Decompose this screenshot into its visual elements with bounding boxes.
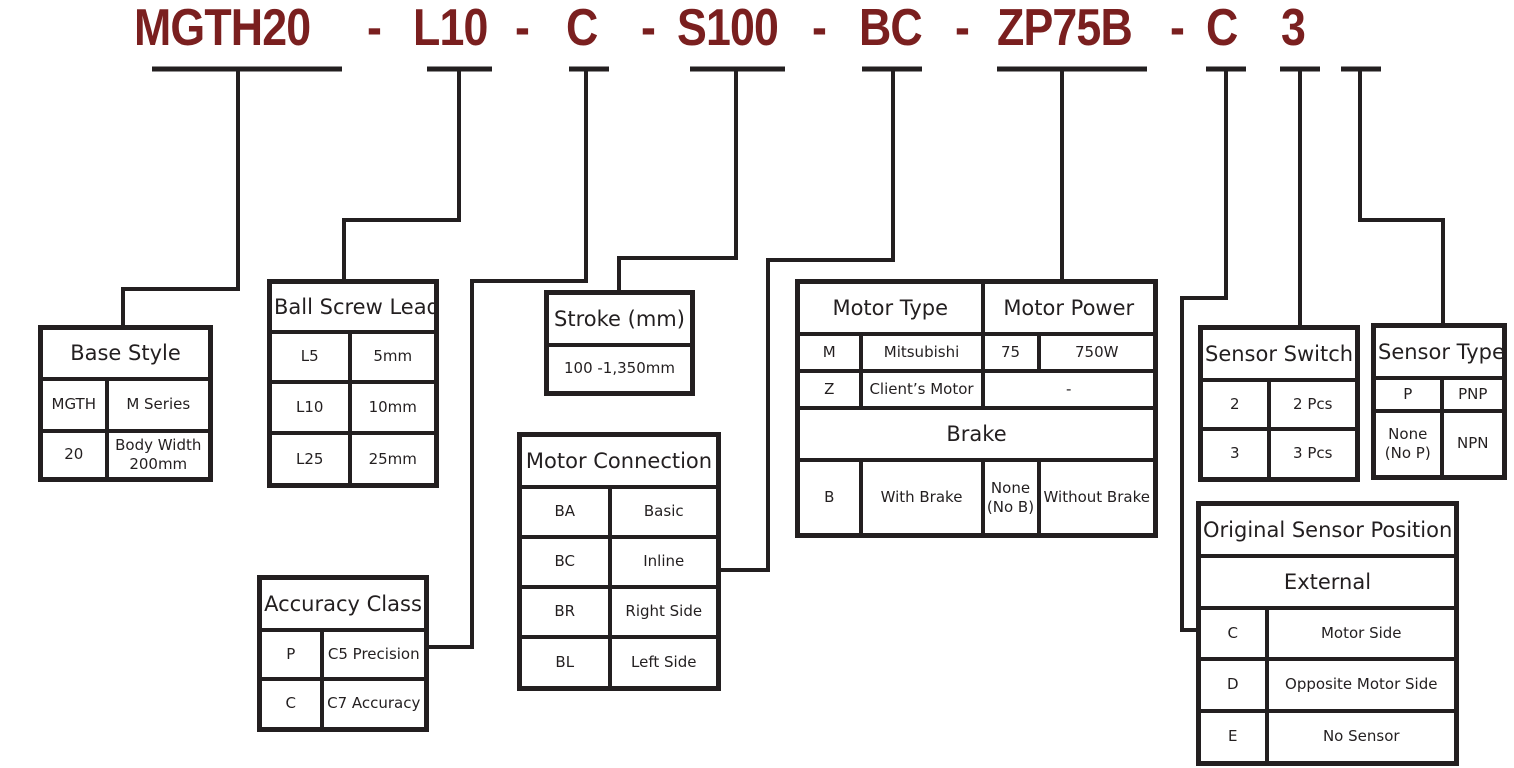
- option-code: BC: [517, 534, 612, 589]
- option-code: L5: [267, 329, 352, 385]
- table-title: Sensor Type: [1371, 323, 1507, 380]
- wire-connection: [718, 69, 895, 572]
- option-code: E: [1196, 708, 1269, 766]
- code-segment-accuracy: C: [566, 0, 598, 57]
- code-separator: -: [812, 0, 827, 57]
- option-desc: Without Brake: [1036, 458, 1158, 538]
- option-desc: 3 Pcs: [1266, 426, 1360, 482]
- option-code: B: [795, 458, 863, 538]
- option-code: P: [257, 627, 324, 681]
- option-desc: C7 Accuracy: [319, 676, 429, 732]
- code-segment-sensor-position: C: [1206, 0, 1238, 57]
- option-desc: PNP: [1439, 375, 1507, 413]
- option-desc: Left Side: [607, 635, 721, 691]
- option-code: C: [257, 676, 324, 732]
- stroke-table: Stroke (mm) 100 -1,350mm: [544, 290, 695, 396]
- table-title: Stroke (mm): [544, 290, 695, 347]
- option-desc: 750W: [1036, 331, 1158, 373]
- option-code: D: [1196, 657, 1269, 713]
- code-segment-series: MGTH20: [134, 0, 311, 57]
- option-code: 75: [980, 331, 1041, 373]
- motor-power-title: Motor Power: [980, 279, 1158, 336]
- option-code: 3: [1198, 426, 1271, 482]
- option-code: BR: [517, 584, 612, 640]
- code-segment-stroke: S100: [677, 0, 779, 57]
- motor-type-title: Motor Type: [795, 279, 985, 336]
- table-subtitle: External: [1196, 553, 1459, 610]
- option-code: Z: [795, 368, 863, 411]
- option-code: None (No P): [1371, 408, 1444, 480]
- option-desc: -: [980, 368, 1158, 411]
- option-code: P: [1371, 375, 1444, 413]
- option-desc: Opposite Motor Side: [1264, 657, 1459, 713]
- option-desc: No Sensor: [1264, 708, 1459, 766]
- option-code: None (No B): [980, 458, 1041, 538]
- code-separator: -: [955, 0, 970, 57]
- option-desc: With Brake: [858, 458, 985, 538]
- option-desc: Inline: [607, 534, 721, 589]
- code-separator: -: [641, 0, 656, 57]
- option-desc: NPN: [1439, 408, 1507, 480]
- code-separator: -: [1170, 0, 1185, 57]
- option-desc: 10mm: [347, 380, 439, 436]
- code-segment-sensor-switch: 3: [1281, 0, 1306, 57]
- option-desc: 2 Pcs: [1266, 377, 1360, 431]
- option-code: MGTH: [38, 376, 109, 433]
- wire-stroke: [617, 69, 738, 293]
- option-desc: 5mm: [347, 329, 439, 385]
- option-desc: Basic: [607, 484, 721, 539]
- wire-accuracy: [428, 69, 588, 649]
- option-code: L10: [267, 380, 352, 436]
- code-segment-connection: BC: [859, 0, 923, 57]
- option-desc: M Series: [104, 376, 213, 433]
- option-desc: Motor Side: [1264, 605, 1459, 662]
- option-code: BL: [517, 635, 612, 691]
- code-segment-motor: ZP75B: [997, 0, 1133, 57]
- option-code: 2: [1198, 377, 1271, 431]
- code-separator: -: [515, 0, 530, 57]
- table-title: Ball Screw Lead: [267, 279, 439, 334]
- option-desc: Right Side: [607, 584, 721, 640]
- option-desc: Client’s Motor: [858, 368, 985, 411]
- option-desc: Mitsubishi: [858, 331, 985, 373]
- table-title: Base Style: [38, 325, 213, 381]
- table-title: Sensor Switch: [1198, 325, 1360, 382]
- option-code: BA: [517, 484, 612, 539]
- table-title: Accuracy Class: [257, 575, 429, 632]
- wire-base-style: [121, 69, 240, 328]
- option-desc: C5 Precision: [319, 627, 429, 681]
- motor-table: Motor Type Motor Power M Mitsubishi 75 7…: [795, 279, 1158, 538]
- wire-ball-screw: [342, 69, 461, 282]
- option-code: L25: [267, 431, 352, 488]
- code-segment-lead: L10: [413, 0, 488, 57]
- brake-title: Brake: [795, 406, 1158, 463]
- option-desc: 25mm: [347, 431, 439, 488]
- option-code: M: [795, 331, 863, 373]
- stroke-range: 100 -1,350mm: [544, 342, 695, 396]
- table-title: Motor Connection: [517, 432, 721, 489]
- table-title: Original Sensor Position: [1196, 501, 1459, 558]
- code-separator: -: [367, 0, 382, 57]
- option-code: 20: [38, 428, 109, 482]
- wire-sensor-type: [1358, 69, 1445, 325]
- option-code: C: [1196, 605, 1269, 662]
- wire-sensor-position: [1180, 69, 1228, 632]
- option-desc: Body Width 200mm: [104, 428, 213, 482]
